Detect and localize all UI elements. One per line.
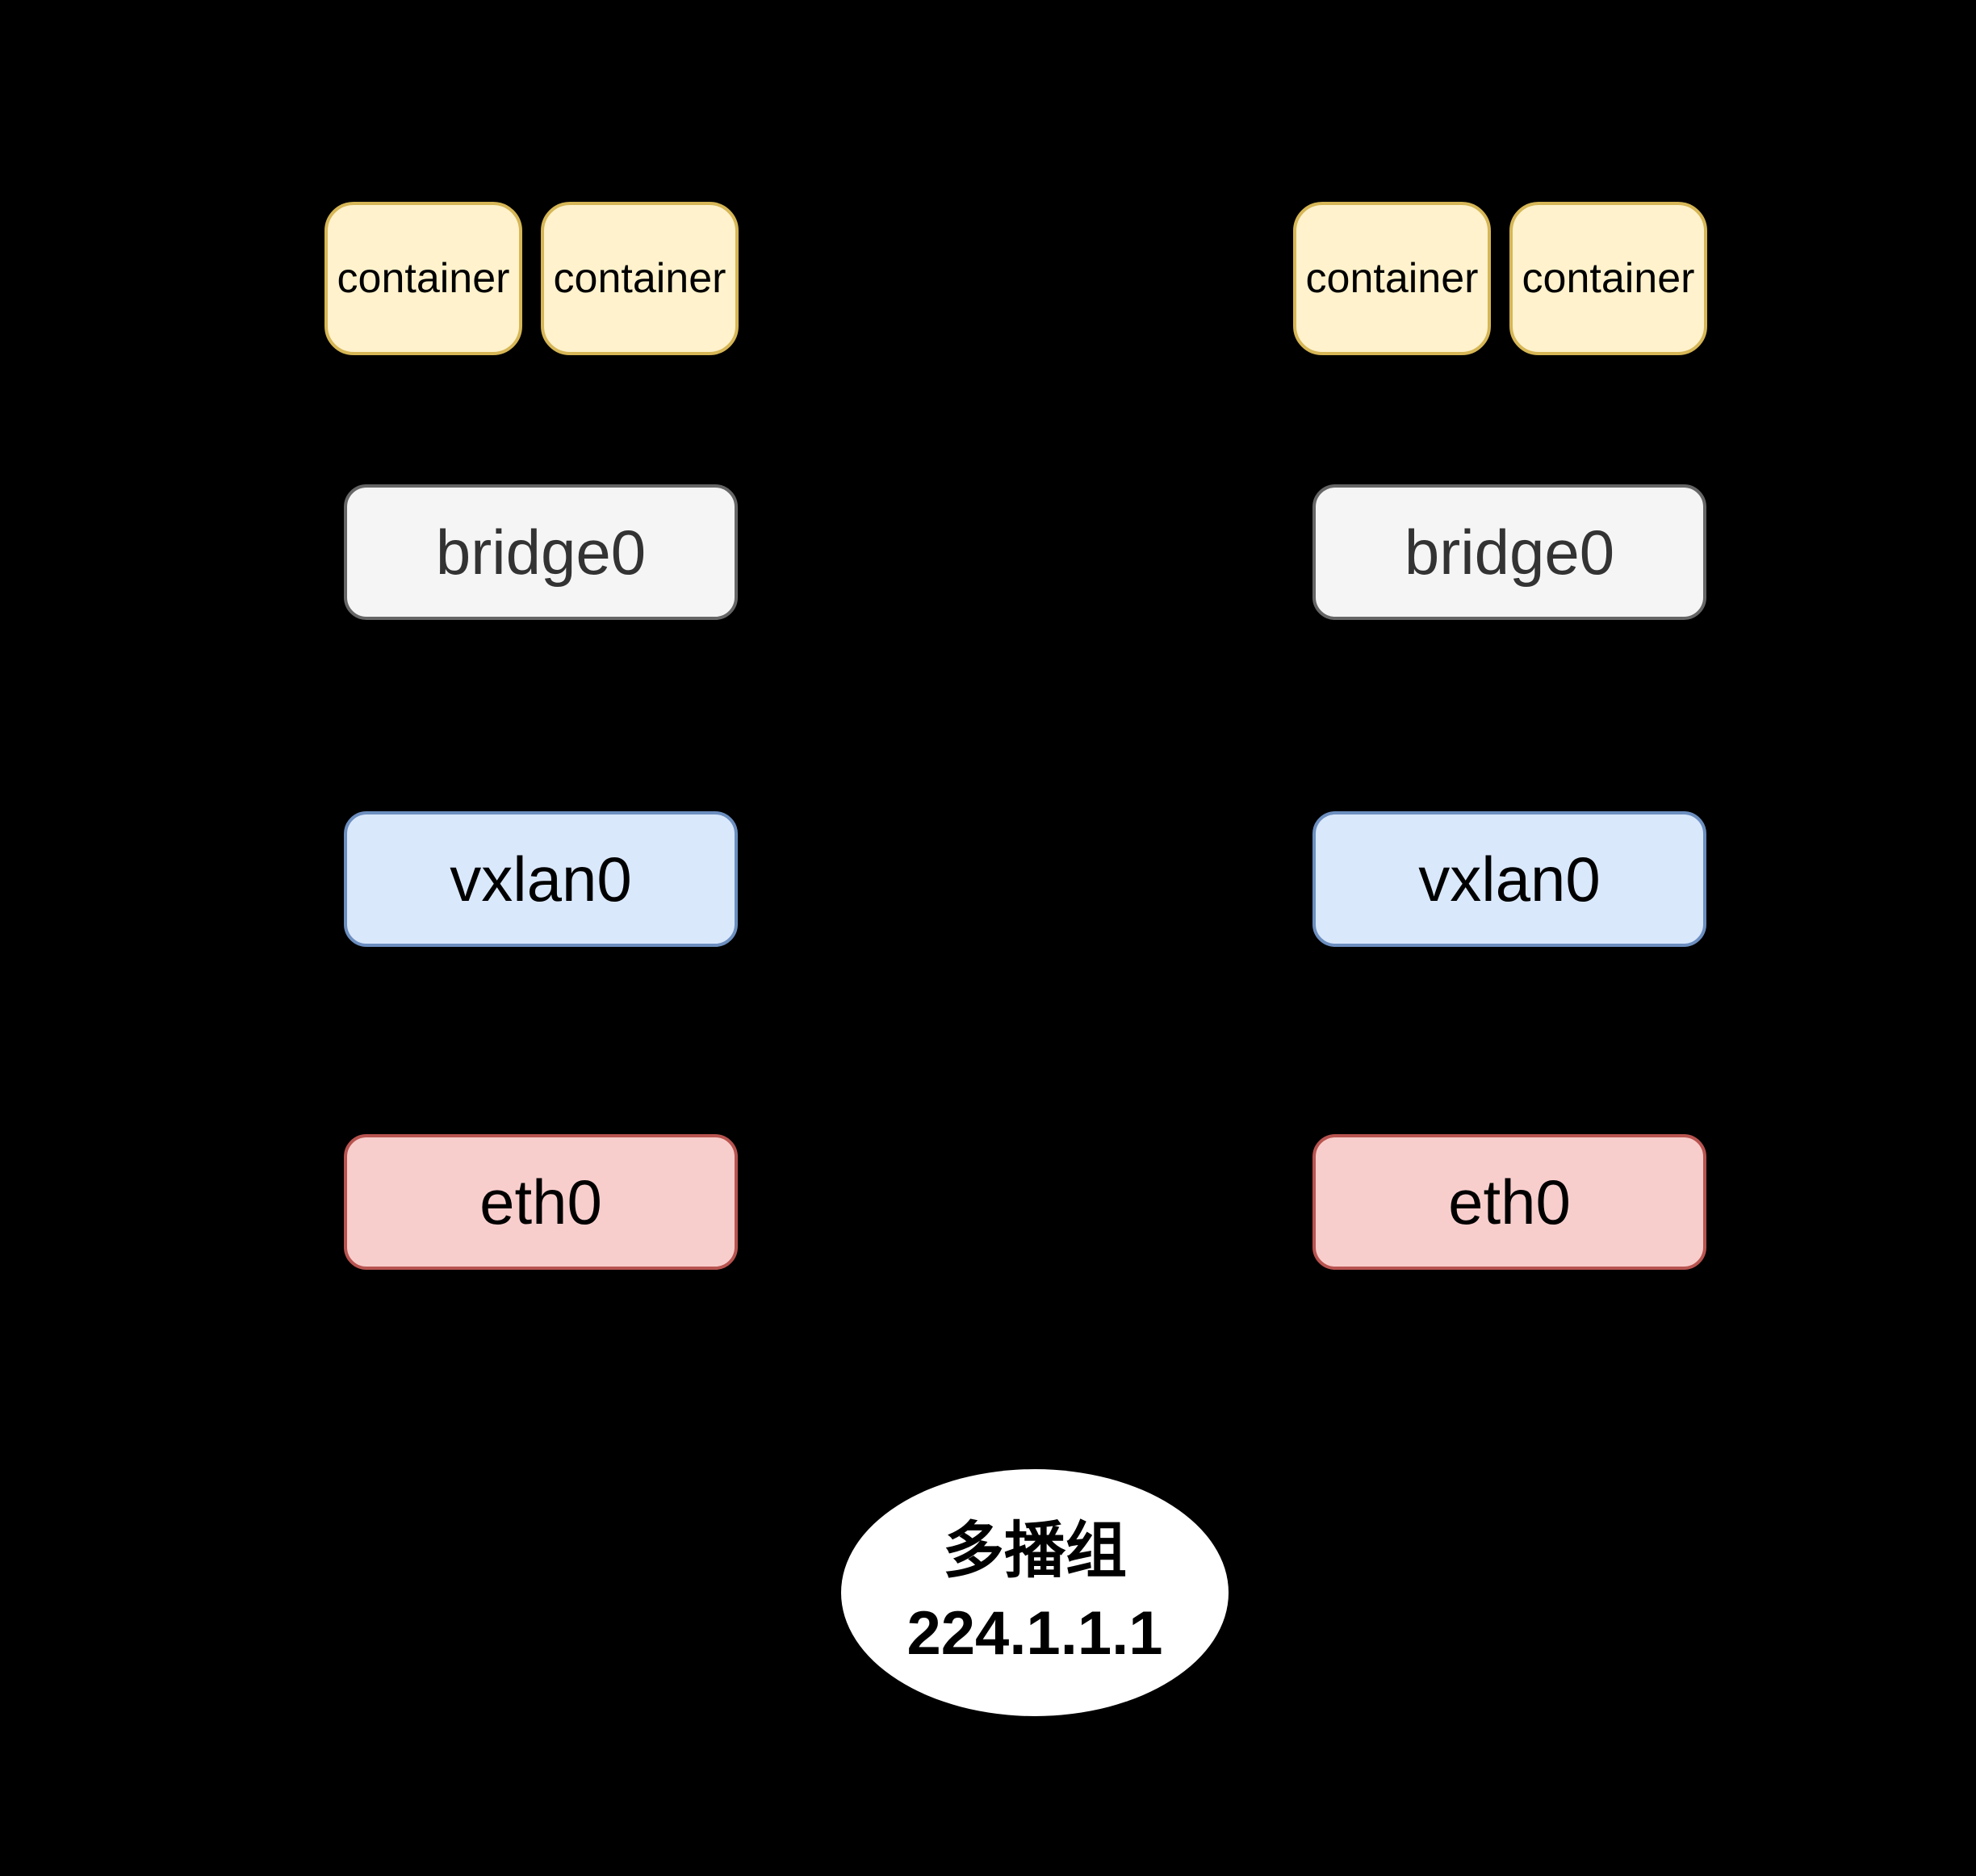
eth0-node-left: eth0	[344, 1134, 738, 1270]
bridge0-node-right: bridge0	[1312, 484, 1706, 620]
container-node: container	[541, 202, 739, 355]
container-node: container	[1509, 202, 1707, 355]
vxlan0-node-right: vxlan0	[1312, 811, 1706, 947]
multicast-group-ellipse: 多播组 224.1.1.1	[841, 1469, 1229, 1716]
eth0-node-right: eth0	[1312, 1134, 1706, 1270]
container-node: container	[1293, 202, 1491, 355]
container-node: container	[324, 202, 522, 355]
multicast-group-name: 多播组	[943, 1517, 1127, 1585]
bridge0-node-left: bridge0	[344, 484, 738, 620]
multicast-group-address: 224.1.1.1	[906, 1599, 1163, 1668]
vxlan0-node-left: vxlan0	[344, 811, 738, 947]
